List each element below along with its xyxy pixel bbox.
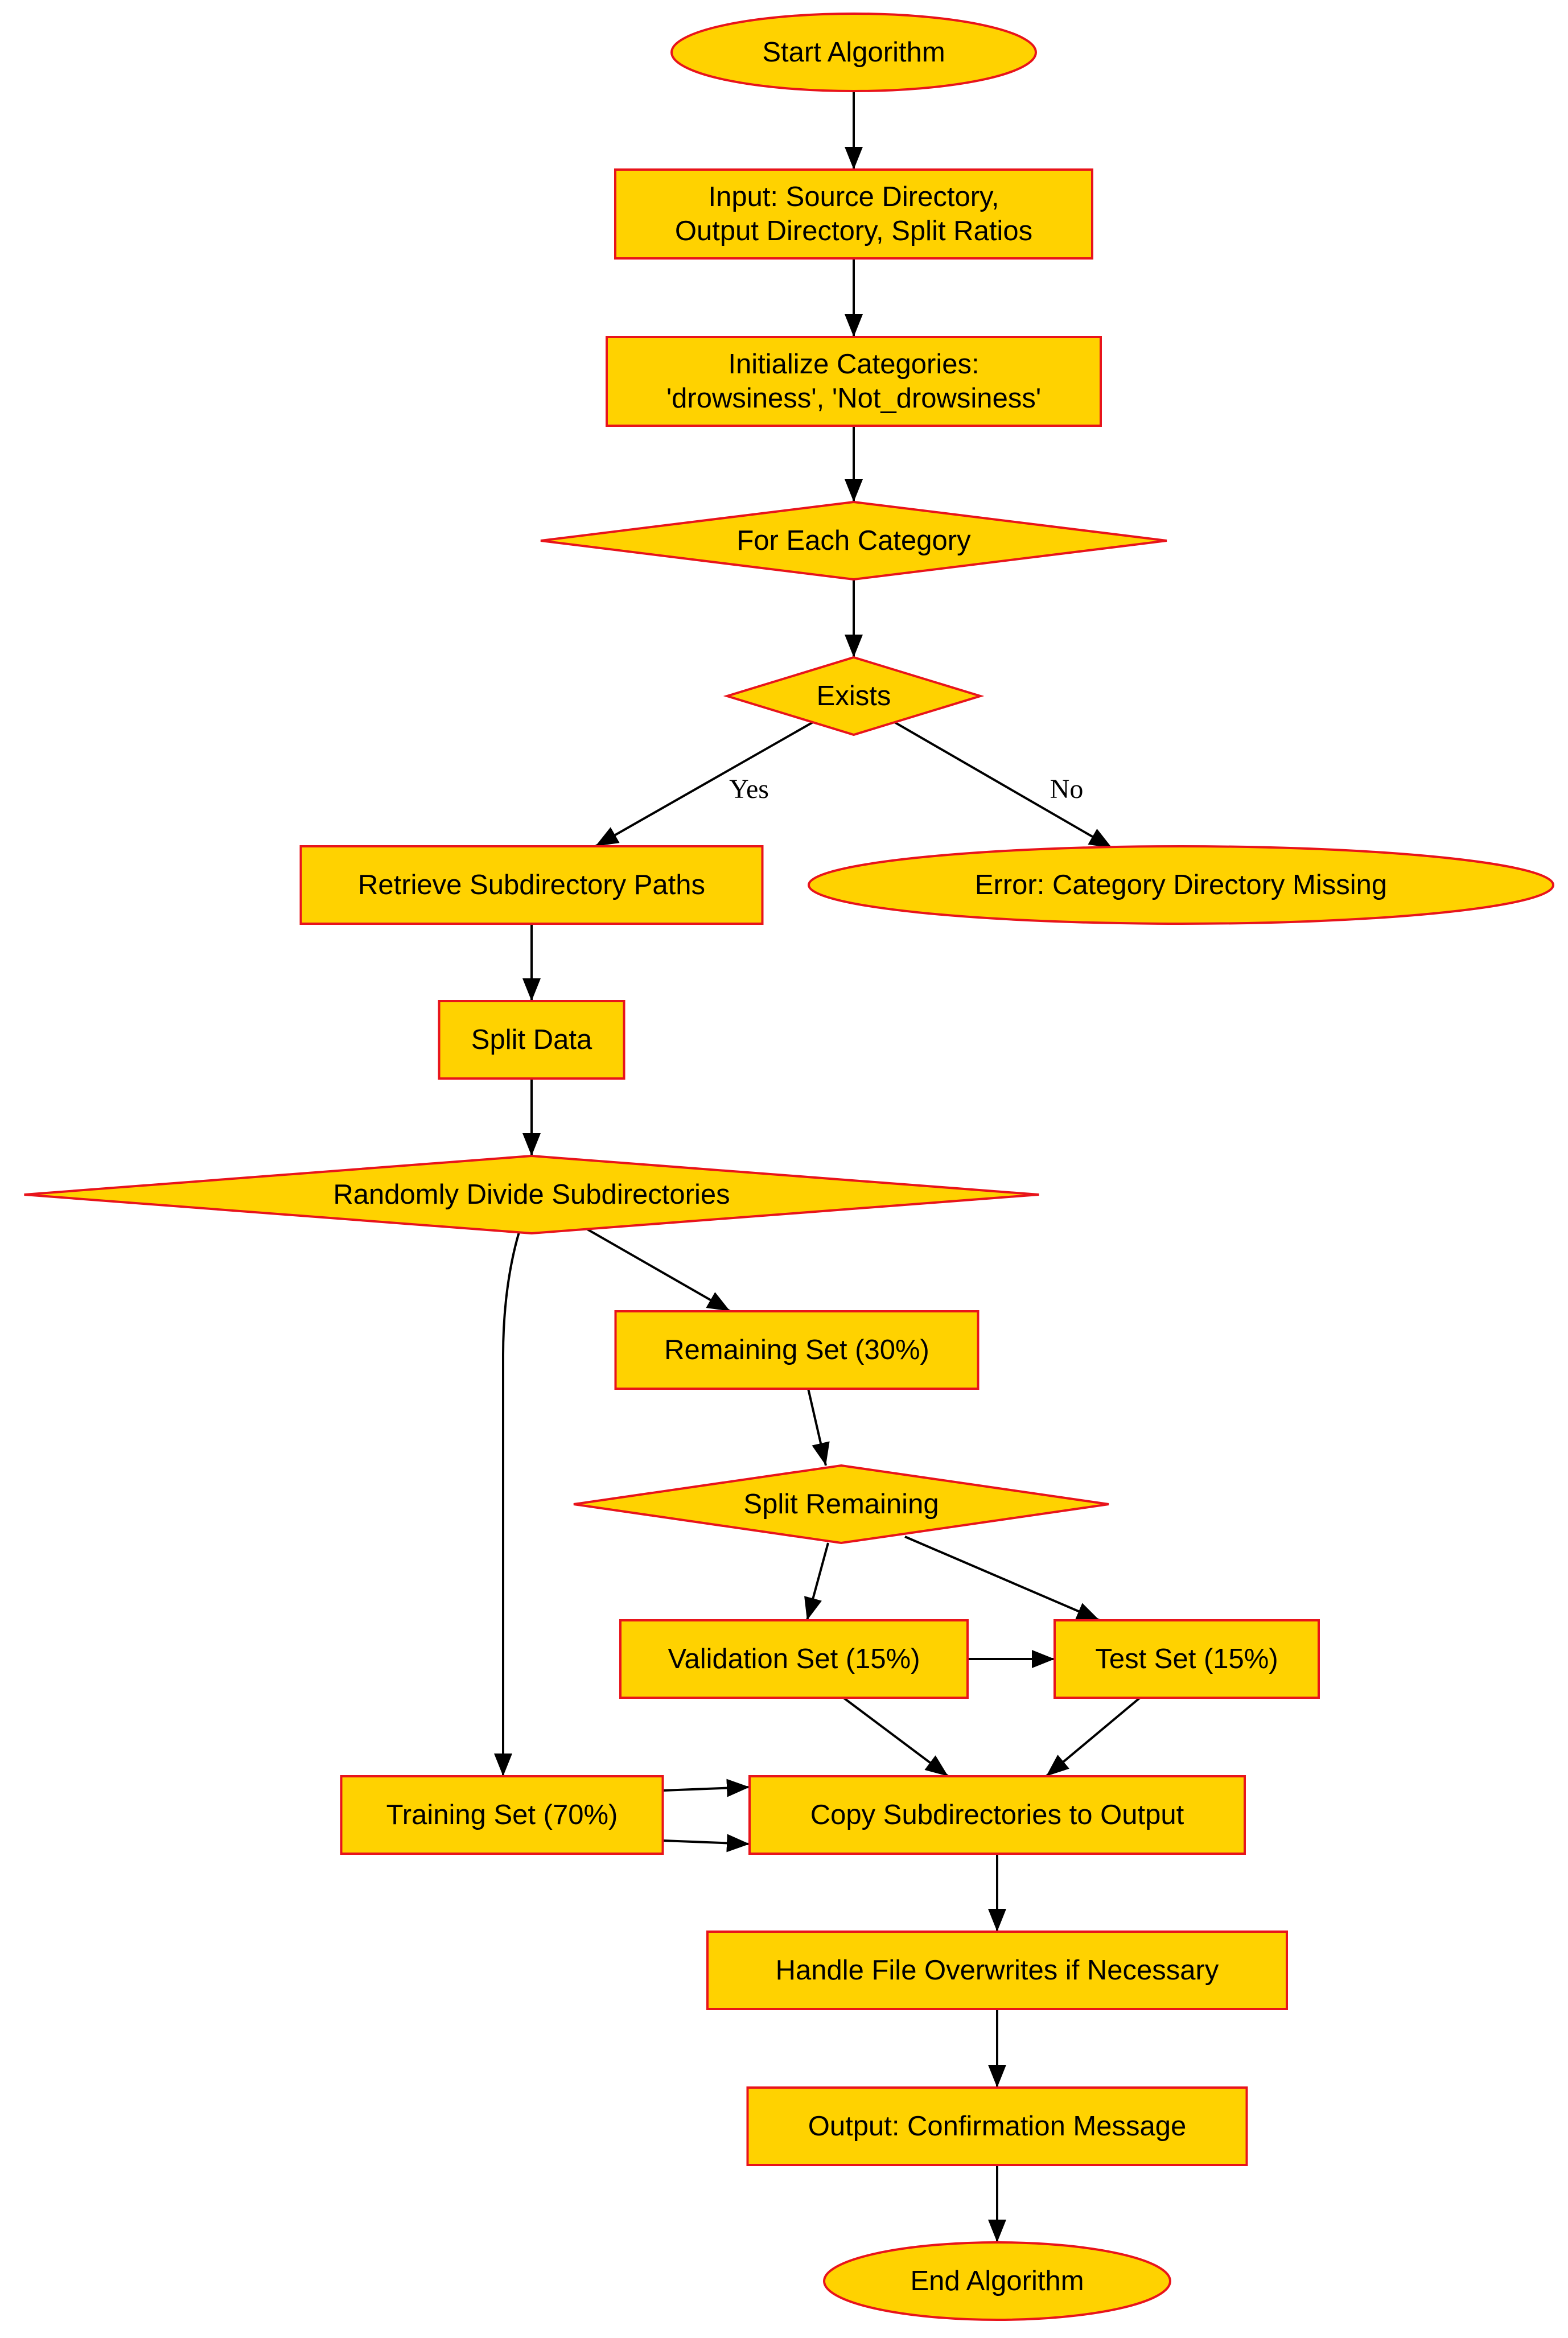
edge-split_remaining-to-test-arrow bbox=[904, 1536, 1100, 1621]
edge-split_remaining-to-validation-arrow bbox=[804, 1542, 829, 1621]
node-overwrite-rect bbox=[706, 1931, 1288, 2010]
node-training-rect bbox=[340, 1775, 664, 1855]
node-input-label: Input: Source Directory, bbox=[708, 182, 999, 212]
node-start: Start Algorithm bbox=[670, 13, 1037, 92]
node-remaining: Remaining Set (30%) bbox=[614, 1310, 980, 1390]
node-split-data: Split Data bbox=[438, 1000, 625, 1080]
node-end-label: End Algorithm bbox=[910, 2266, 1084, 2296]
node-retrieve-rect bbox=[299, 845, 764, 925]
node-for-each: For Each Category bbox=[540, 500, 1167, 581]
edge-divide-to-training-arrow bbox=[494, 1232, 520, 1776]
node-copy-label: Copy Subdirectories to Output bbox=[810, 1800, 1184, 1830]
node-validation-label: Validation Set (15%) bbox=[668, 1644, 920, 1674]
node-error-label: Error: Category Directory Missing bbox=[975, 870, 1387, 900]
node-retrieve: Retrieve Subdirectory Paths bbox=[299, 845, 764, 925]
node-for-each-label: For Each Category bbox=[736, 525, 971, 556]
node-confirm-rect bbox=[746, 2086, 1248, 2166]
edges-layer bbox=[494, 91, 1141, 2242]
node-start-label: Start Algorithm bbox=[762, 37, 945, 68]
node-split-data-label: Split Data bbox=[471, 1024, 592, 1055]
node-split-remaining-diamond bbox=[573, 1464, 1109, 1545]
node-training-label: Training Set (70%) bbox=[386, 1800, 618, 1830]
node-input-label: Output Directory, Split Ratios bbox=[675, 216, 1032, 246]
node-retrieve-label: Retrieve Subdirectory Paths bbox=[358, 870, 705, 900]
node-divide-diamond bbox=[24, 1154, 1039, 1235]
edge-training-to-copy-arrow bbox=[662, 1779, 750, 1797]
edge-remaining-to-split_remaining-arrow bbox=[807, 1388, 830, 1466]
edge-divide-to-remaining-arrow bbox=[587, 1228, 731, 1312]
node-split-data-rect bbox=[438, 1000, 625, 1080]
node-init-label: Initialize Categories: bbox=[728, 349, 979, 380]
node-test-rect bbox=[1053, 1619, 1320, 1699]
node-confirm-label: Output: Confirmation Message bbox=[808, 2111, 1187, 2142]
node-remaining-rect bbox=[614, 1310, 980, 1390]
node-overwrite: Handle File Overwrites if Necessary bbox=[706, 1931, 1288, 2010]
node-end: End Algorithm bbox=[823, 2241, 1171, 2321]
node-validation-rect bbox=[619, 1619, 969, 1699]
node-init-label: 'drowsiness', 'Not_drowsiness' bbox=[666, 383, 1041, 414]
node-training: Training Set (70%) bbox=[340, 1775, 664, 1855]
node-remaining-label: Remaining Set (30%) bbox=[664, 1335, 929, 1365]
node-split-remaining-label: Split Remaining bbox=[743, 1489, 939, 1520]
node-end-ellipse bbox=[823, 2241, 1171, 2321]
edge-label-yes: Yes bbox=[729, 774, 769, 804]
node-init: Initialize Categories:'drowsiness', 'Not… bbox=[606, 336, 1102, 427]
node-input: Input: Source Directory, Output Directory… bbox=[614, 168, 1093, 260]
node-exists-label: Exists bbox=[817, 681, 891, 711]
node-error-ellipse bbox=[808, 845, 1554, 925]
node-validation: Validation Set (15%) bbox=[619, 1619, 969, 1699]
edge-labels-layer: Yes No bbox=[729, 774, 1083, 804]
edge-training-to-copy-arrow bbox=[662, 1834, 750, 1853]
node-copy: Copy Subdirectories to Output bbox=[748, 1775, 1246, 1855]
node-test: Test Set (15%) bbox=[1053, 1619, 1320, 1699]
node-exists-diamond bbox=[723, 656, 985, 736]
edge-exists-to-error-arrow bbox=[892, 721, 1113, 849]
node-overwrite-label: Handle File Overwrites if Necessary bbox=[776, 1955, 1219, 1986]
node-test-label: Test Set (15%) bbox=[1095, 1644, 1278, 1674]
node-exists: Exists bbox=[723, 656, 985, 736]
node-confirm: Output: Confirmation Message bbox=[746, 2086, 1248, 2166]
edge-validation-to-copy-arrow bbox=[842, 1697, 949, 1777]
node-divide-label: Randomly Divide Subdirectories bbox=[333, 1179, 730, 1210]
node-divide: Randomly Divide Subdirectories bbox=[24, 1154, 1039, 1235]
node-for-each-diamond bbox=[540, 500, 1167, 581]
node-copy-rect bbox=[748, 1775, 1246, 1855]
node-split-remaining: Split Remaining bbox=[573, 1464, 1109, 1545]
node-start-ellipse bbox=[670, 13, 1037, 92]
edge-test-to-copy-arrow bbox=[1045, 1697, 1141, 1777]
node-init-rect bbox=[606, 336, 1102, 427]
node-error: Error: Category Directory Missing bbox=[808, 845, 1554, 925]
edge-label-no: No bbox=[1050, 774, 1084, 804]
edge-exists-to-retrieve-arrow bbox=[595, 721, 814, 847]
node-input-rect bbox=[614, 168, 1093, 260]
